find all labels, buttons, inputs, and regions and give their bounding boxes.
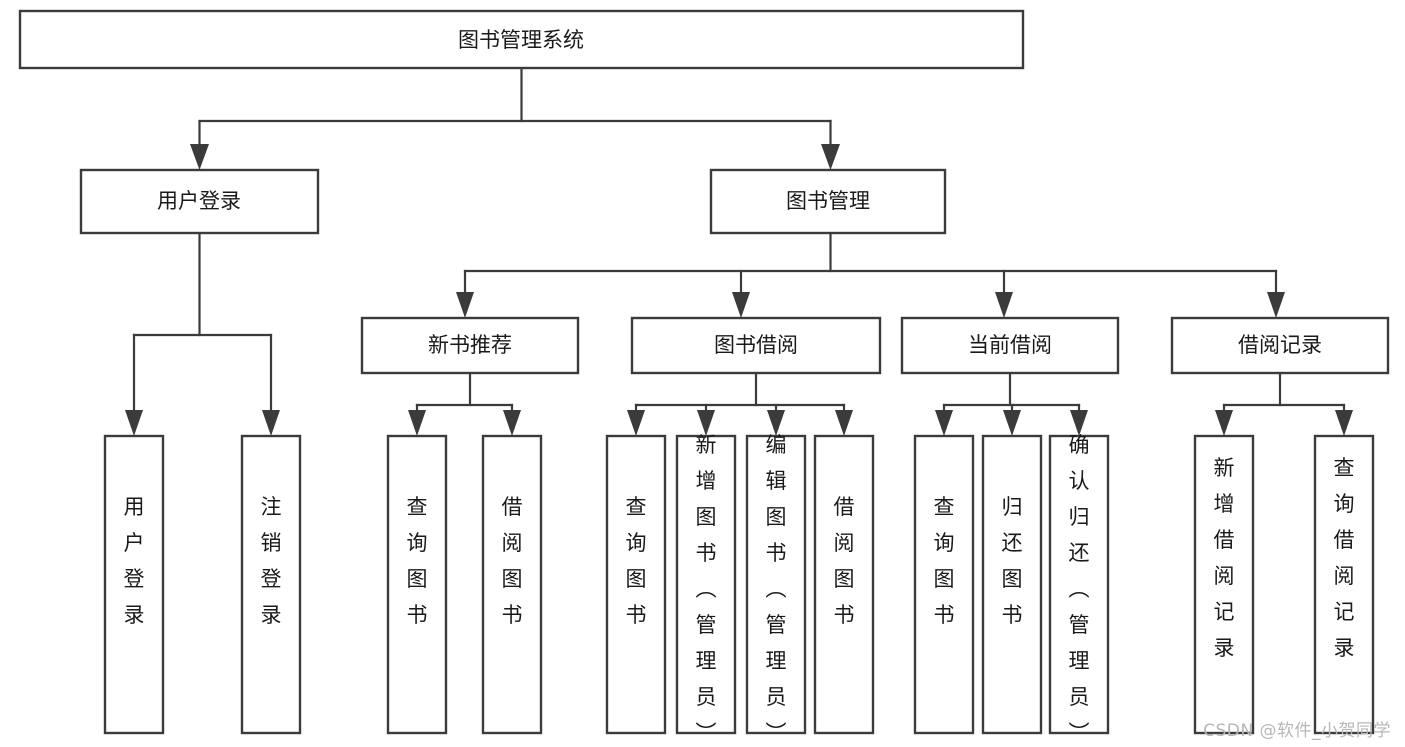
leaf-borrow-book-2-box[interactable]	[813, 434, 875, 735]
arrowhead-book-borrow	[732, 292, 750, 318]
current-borrow-box[interactable]	[900, 316, 1120, 375]
user-login-label: 用户登录	[157, 189, 241, 213]
arrowhead-leaf-query-record	[1335, 410, 1353, 436]
node-leaf-query-record[interactable]: 查询借阅记录	[1313, 434, 1375, 735]
node-book-borrow[interactable]: 图书借阅	[630, 316, 882, 375]
book-borrow-label: 图书借阅	[714, 333, 798, 357]
node-leaf-edit-book[interactable]: 编辑图书︵管理员︶	[745, 433, 807, 745]
arrowhead-borrow-record	[1267, 292, 1285, 318]
leaf-borrow-book-1-box[interactable]	[481, 434, 543, 735]
node-leaf-add-book[interactable]: 新增图书︵管理员︶	[675, 433, 737, 745]
leaf-borrow-book-2-label: 借阅图书	[834, 495, 855, 627]
root-label: 图书管理系统	[458, 28, 584, 52]
leaf-user-logout-label: 注销登录	[261, 495, 282, 627]
arrowhead-leaf-user-login	[125, 410, 143, 436]
node-leaf-return-book[interactable]: 归还图书	[981, 434, 1043, 735]
book-manage-label: 图书管理	[786, 189, 870, 213]
leaf-query-book-3-box[interactable]	[913, 434, 975, 735]
leaf-edit-book-box[interactable]	[745, 434, 807, 735]
leaf-query-record-box[interactable]	[1313, 434, 1375, 735]
leaf-add-book-label: 新增图书︵管理员︶	[696, 433, 717, 745]
arrowhead-leaf-borrow-book-2	[835, 410, 853, 436]
leaf-confirm-return-box[interactable]	[1048, 434, 1110, 735]
leaf-confirm-return-label: 确认归还︵管理员︶	[1069, 433, 1090, 745]
node-leaf-query-book-1[interactable]: 查询图书	[386, 434, 448, 735]
node-leaf-query-book-3[interactable]: 查询图书	[913, 434, 975, 735]
leaf-return-book-box[interactable]	[981, 434, 1043, 735]
leaf-user-login-box[interactable]	[103, 434, 165, 735]
arrowhead-leaf-confirm-return	[1070, 410, 1088, 436]
root-box[interactable]	[18, 9, 1025, 70]
node-leaf-query-book-2[interactable]: 查询图书	[605, 434, 667, 735]
borrow-record-box[interactable]	[1170, 316, 1390, 375]
node-current-borrow[interactable]: 当前借阅	[900, 316, 1120, 375]
node-user-login[interactable]: 用户登录	[79, 168, 320, 235]
node-book-manage[interactable]: 图书管理	[709, 168, 947, 235]
leaf-borrow-book-1-label: 借阅图书	[502, 495, 523, 627]
arrowhead-leaf-return-book	[1003, 410, 1021, 436]
arrowhead-leaf-add-record	[1215, 410, 1233, 436]
book-manage-box[interactable]	[709, 168, 947, 235]
node-borrow-record[interactable]: 借阅记录	[1170, 316, 1390, 375]
arrowhead-book-manage	[821, 144, 840, 170]
borrow-record-label: 借阅记录	[1238, 333, 1322, 357]
user-login-box[interactable]	[79, 168, 320, 235]
leaf-add-record-box[interactable]	[1193, 434, 1255, 735]
arrowhead-leaf-query-book-3	[935, 410, 953, 436]
arrowhead-current-borrow	[995, 292, 1013, 318]
arrowhead-leaf-user-logout	[262, 410, 280, 436]
node-new-book-recommend[interactable]: 新书推荐	[360, 316, 580, 375]
node-leaf-borrow-book-1[interactable]: 借阅图书	[481, 434, 543, 735]
leaf-query-book-3-label: 查询图书	[934, 495, 955, 627]
leaf-query-book-2-box[interactable]	[605, 434, 667, 735]
node-leaf-user-login[interactable]: 用户登录	[103, 434, 165, 735]
node-leaf-user-logout[interactable]: 注销登录	[240, 434, 302, 735]
arrowhead-leaf-add-book	[697, 410, 715, 436]
leaf-return-book-label: 归还图书	[1002, 495, 1023, 627]
leaf-query-book-1-box[interactable]	[386, 434, 448, 735]
leaf-edit-book-label: 编辑图书︵管理员︶	[766, 433, 787, 745]
arrowhead-leaf-query-book-1	[408, 410, 426, 436]
new-book-recommend-box[interactable]	[360, 316, 580, 375]
node-leaf-add-record[interactable]: 新增借阅记录	[1193, 434, 1255, 735]
node-root[interactable]: 图书管理系统	[18, 9, 1025, 70]
node-leaf-borrow-book-2[interactable]: 借阅图书	[813, 434, 875, 735]
arrowhead-user-login	[190, 144, 209, 170]
arrowhead-leaf-borrow-book-1	[503, 410, 521, 436]
leaf-user-login-label: 用户登录	[124, 495, 145, 627]
arrowhead-leaf-edit-book	[767, 410, 785, 436]
leaf-query-book-1-label: 查询图书	[407, 495, 428, 627]
node-leaf-confirm-return[interactable]: 确认归还︵管理员︶	[1048, 433, 1110, 745]
book-borrow-box[interactable]	[630, 316, 882, 375]
leaf-query-record-label: 查询借阅记录	[1334, 456, 1355, 660]
leaf-add-book-box[interactable]	[675, 434, 737, 735]
connector-layer	[125, 66, 1353, 436]
arrowhead-new-book-recommend	[456, 292, 474, 318]
leaf-add-record-label: 新增借阅记录	[1214, 456, 1235, 660]
current-borrow-label: 当前借阅	[968, 333, 1052, 357]
leaf-query-book-2-label: 查询图书	[626, 495, 647, 627]
arrowhead-leaf-query-book-2	[627, 410, 645, 436]
new-book-recommend-label: 新书推荐	[428, 333, 512, 357]
leaf-user-logout-box[interactable]	[240, 434, 302, 735]
